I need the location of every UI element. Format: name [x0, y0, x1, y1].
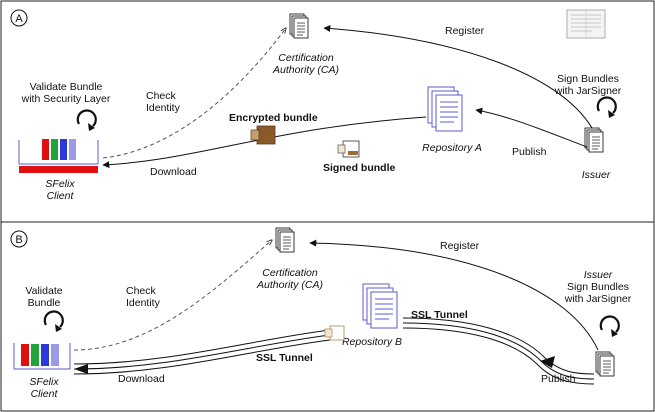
client-label-a-2: Client: [47, 190, 75, 202]
validate-label-b-1: Validate: [25, 285, 62, 297]
check-label-b-2: Identity: [126, 297, 161, 309]
panel-a-marker-circle: [10, 9, 28, 27]
register-arrow-a: [323, 24, 593, 129]
cycle-icon-client-b: [43, 310, 64, 334]
client-label-b-1: SFelix: [29, 376, 59, 388]
client-icon-b: [13, 343, 71, 370]
panel-b-frame: [0, 221, 655, 412]
client-label-a-1: SFelix: [45, 178, 75, 190]
ca-label-b-1: Certification: [262, 267, 318, 279]
ca-label-a-1: Certification: [278, 52, 334, 64]
panel-a-frame: [0, 0, 655, 223]
panel-a-marker: A: [15, 13, 23, 25]
repository-icon-a: [427, 86, 463, 132]
register-arrow-b: [309, 239, 599, 351]
check-identity-arrow-a: [102, 28, 286, 159]
signed-bundle-icon: [337, 140, 360, 158]
issuer-label-b: Issuer: [584, 269, 613, 281]
panel-b-marker: B: [15, 234, 22, 246]
ssl-tunnel-right: [402, 317, 595, 385]
publish-label-a: Publish: [512, 146, 547, 158]
validate-label-a-2: with Security Layer: [21, 93, 111, 105]
repository-label-a: Repository A: [422, 142, 482, 154]
publish-label-b: Publish: [541, 373, 576, 385]
ca-doc-icon-b: [275, 227, 295, 253]
encrypted-bundle-icon: [250, 125, 276, 145]
validate-label-a-1: Validate Bundle: [30, 81, 103, 93]
check-label-a-2: Identity: [146, 102, 181, 114]
panel-b: B Certification Authority (CA) Register …: [10, 227, 632, 400]
download-arrow-a: [102, 116, 427, 169]
sign-label-b-1: Sign Bundles: [567, 281, 629, 293]
ca-doc-icon-a: [289, 13, 309, 39]
sign-label-a-1: Sign Bundles: [557, 73, 619, 85]
cycle-icon-issuer-b: [599, 315, 620, 339]
check-label-a-1: Check: [146, 90, 177, 102]
client-label-b-2: Client: [31, 388, 59, 400]
certificate-icon: [566, 9, 606, 39]
download-arrowhead-b: [74, 364, 88, 374]
ssl-tunnel-left: [73, 329, 331, 375]
cycle-icon-client-a: [76, 109, 97, 133]
ssl-label-right: SSL Tunnel: [411, 309, 468, 321]
issuer-doc-icon-a: [584, 127, 604, 153]
download-label-a: Download: [150, 166, 197, 178]
signed-label: Signed bundle: [323, 162, 395, 174]
repository-icon-b: [362, 283, 398, 329]
client-icon-a: [18, 139, 99, 173]
register-label-a: Register: [445, 25, 485, 37]
cycle-icon-issuer-a: [596, 96, 617, 120]
register-label-b: Register: [440, 240, 480, 252]
encrypted-label: Encrypted bundle: [229, 112, 318, 124]
ca-label-a-2: Authority (CA): [272, 64, 339, 76]
check-identity-arrow-b: [73, 240, 272, 351]
ssl-label-left: SSL Tunnel: [256, 352, 313, 364]
repository-label-b: Repository B: [342, 336, 402, 348]
publish-arrowhead-b: [540, 356, 555, 368]
publish-arrow-a: [475, 107, 588, 148]
sign-label-a-2: with JarSigner: [554, 85, 622, 97]
download-label-b: Download: [118, 373, 165, 385]
issuer-doc-icon-b: [595, 351, 615, 377]
validate-label-b-2: Bundle: [28, 297, 61, 309]
panel-b-marker-circle: [10, 230, 28, 248]
issuer-label-a: Issuer: [582, 169, 611, 181]
ca-label-b-2: Authority (CA): [256, 279, 323, 291]
tunnel-bundle-icon: [324, 325, 345, 341]
panel-a: A Certification Authority (CA) Sign Bund…: [10, 9, 622, 202]
sign-label-b-2: with JarSigner: [564, 293, 632, 305]
check-label-b-1: Check: [126, 285, 157, 297]
